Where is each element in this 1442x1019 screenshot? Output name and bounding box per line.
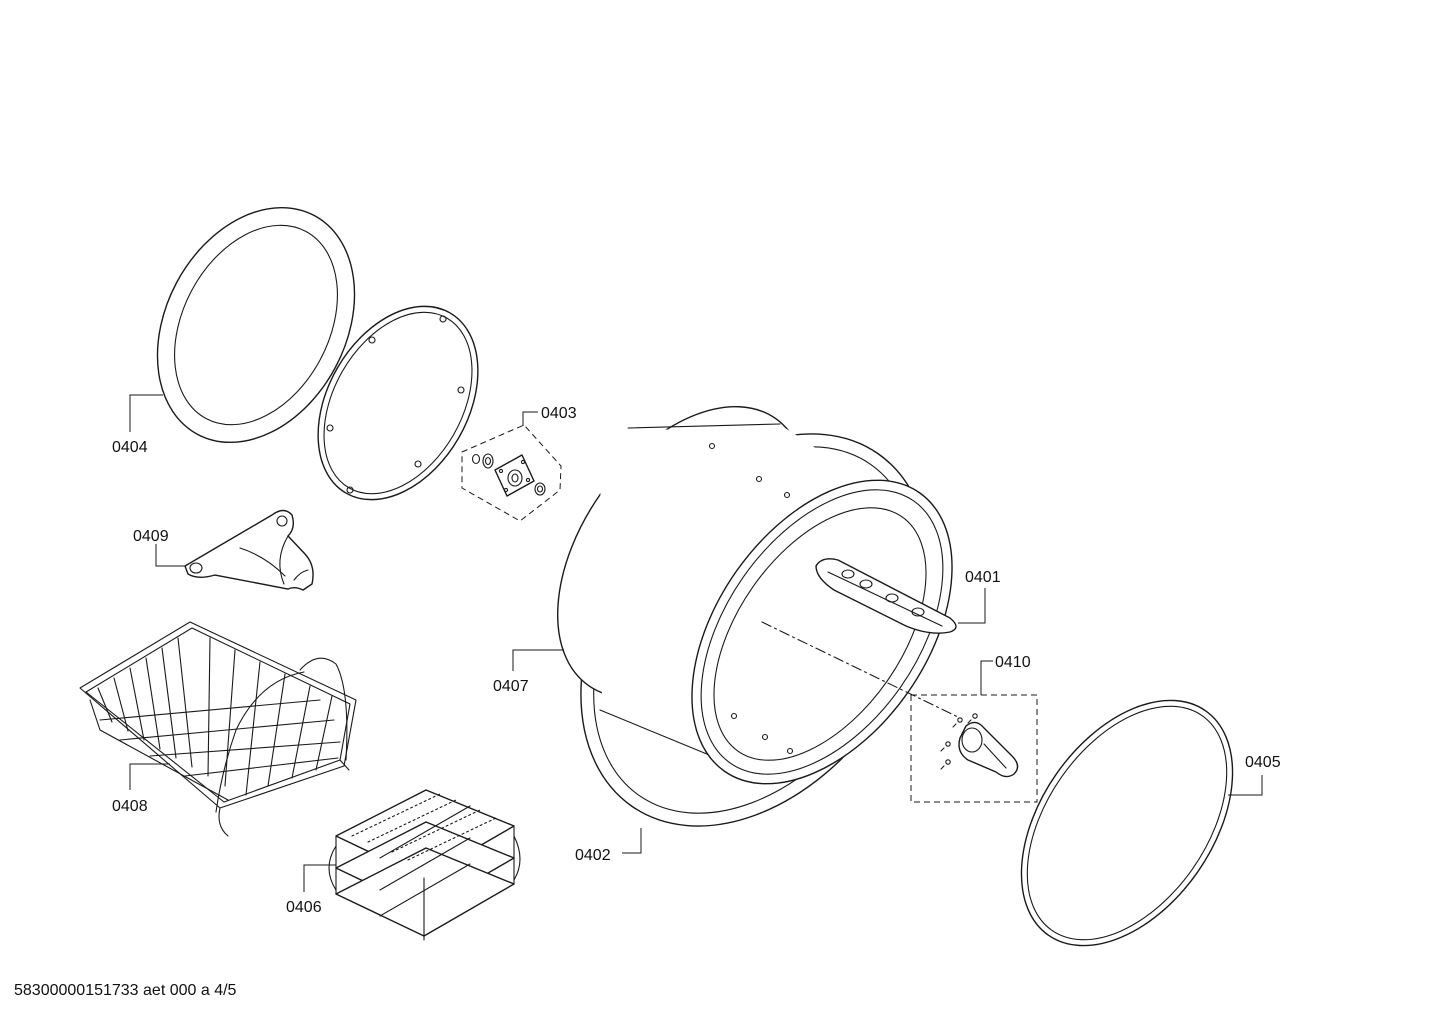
axis-line <box>761 621 961 719</box>
retaining-ring[interactable] <box>285 278 510 528</box>
leader-0404 <box>129 394 163 432</box>
leader-0401 <box>958 588 986 624</box>
label-0402: 0402 <box>575 847 611 864</box>
leader-0403 <box>522 411 538 426</box>
leader-0402 <box>622 828 642 854</box>
part-0405-drive-belt[interactable] <box>978 661 1276 984</box>
part-0408-wire-rack[interactable] <box>79 621 357 837</box>
part-0406-mesh-shelf[interactable] <box>328 789 521 941</box>
label-0405: 0405 <box>1245 754 1281 771</box>
part-0401-drum-paddle[interactable] <box>815 558 957 634</box>
leader-0407 <box>512 649 564 671</box>
leader-0409 <box>155 544 186 567</box>
label-0410: 0410 <box>995 654 1031 671</box>
label-0406: 0406 <box>286 899 322 916</box>
screw-icon <box>940 713 978 770</box>
label-0408: 0408 <box>112 798 148 815</box>
label-0409: 0409 <box>133 528 169 545</box>
leader-0406 <box>303 864 336 892</box>
part-0404-gasket-ring[interactable] <box>118 173 393 476</box>
part-0407-drum[interactable] <box>507 361 1006 831</box>
label-0403: 0403 <box>541 405 577 422</box>
label-0401: 0401 <box>965 569 1001 586</box>
leader-0410 <box>980 660 993 695</box>
label-0407: 0407 <box>493 678 529 695</box>
leader-0408 <box>129 763 170 790</box>
document-code: 58300000151733 aet 000 a 4/5 <box>14 982 237 999</box>
part-0403-bearing-kit[interactable] <box>461 424 562 522</box>
label-0404: 0404 <box>112 439 148 456</box>
leader-0405 <box>1228 775 1263 796</box>
part-0410-shaft-kit[interactable] <box>910 694 1038 803</box>
part-0409-bracket-arm[interactable] <box>184 509 314 591</box>
